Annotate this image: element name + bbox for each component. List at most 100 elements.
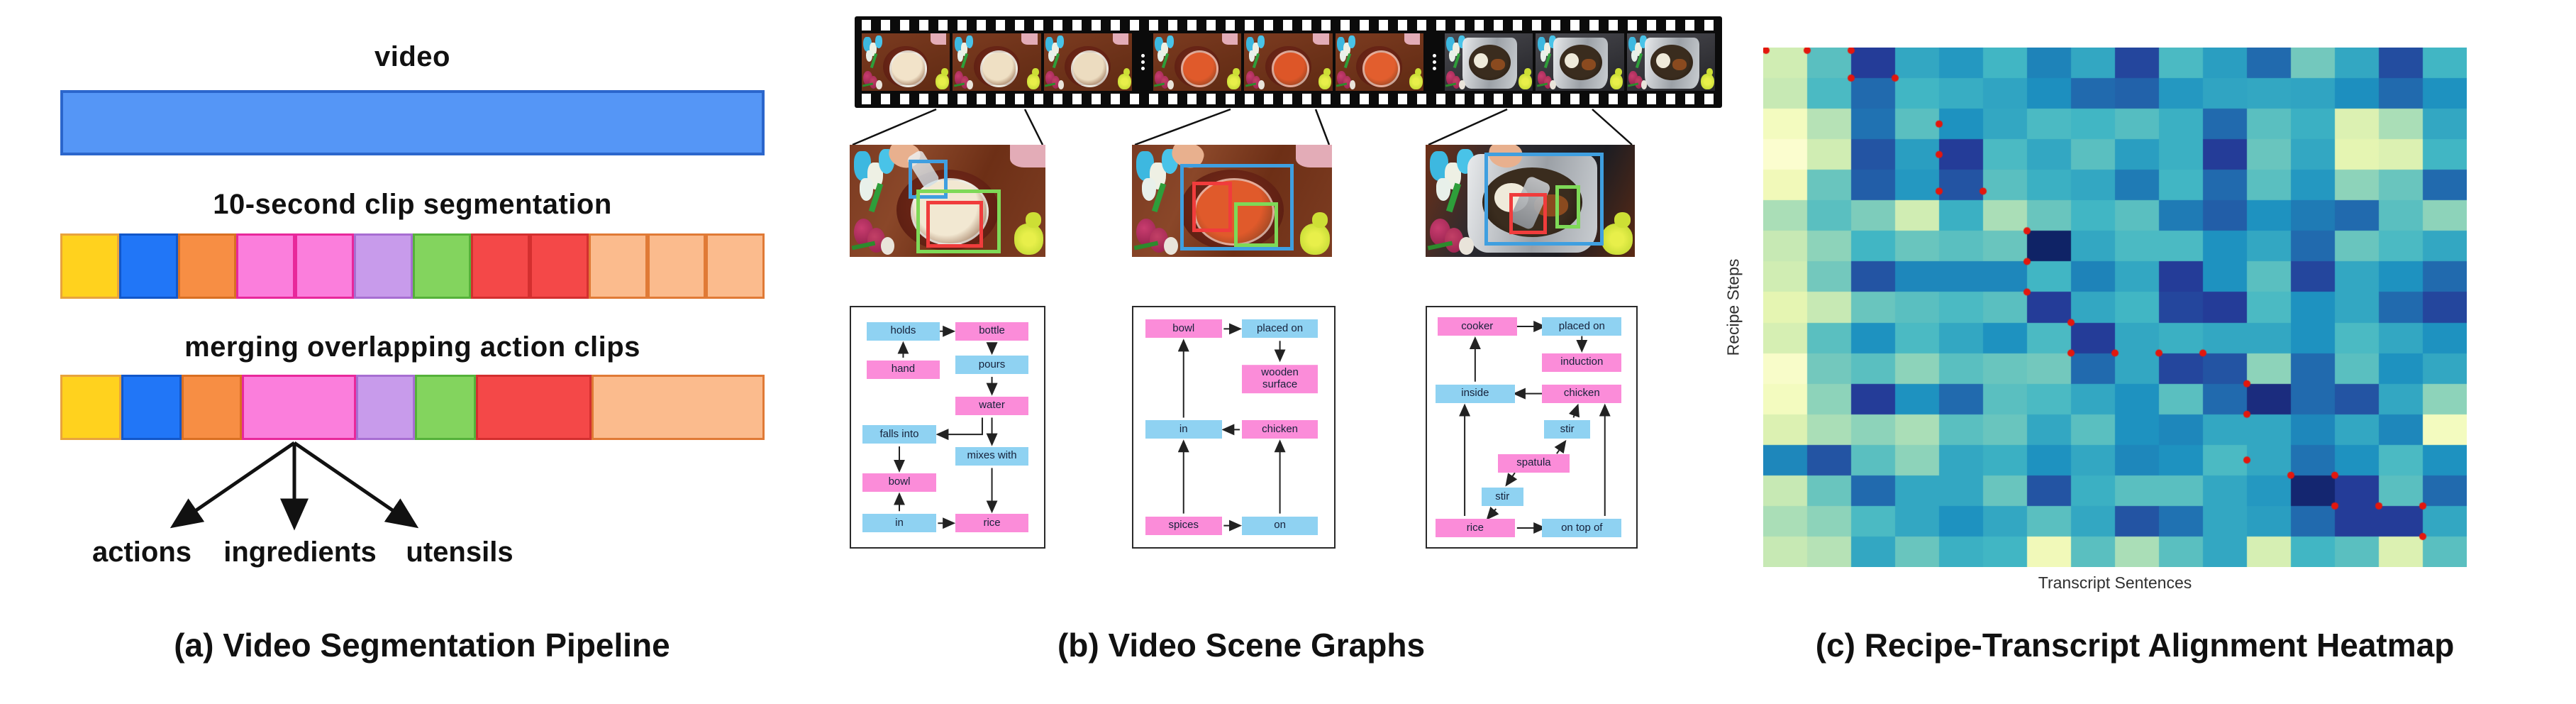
zoomed-frame-marinated-chicken-in-bowl: [1132, 145, 1332, 257]
bounding-box-2: [926, 201, 983, 248]
scene-part: [1296, 145, 1332, 167]
graph-node-stir_top: stir: [1544, 420, 1591, 439]
clip-segment-3: [236, 233, 295, 299]
graph-node-water: water: [955, 396, 1029, 415]
scene-part: [1142, 178, 1156, 201]
scene-part: [1523, 67, 1531, 76]
scene-part: [1609, 73, 1623, 90]
clip-segment-2: [177, 233, 237, 299]
graph-node-on_top_of: on top of: [1542, 518, 1622, 537]
bounding-box-2: [1555, 185, 1581, 229]
bounding-box-1: [1192, 182, 1232, 233]
scene-part: [1227, 73, 1241, 90]
film-frame-1-2: [1335, 33, 1423, 91]
scene-part: [1014, 223, 1044, 255]
scene-part: [1537, 36, 1545, 52]
merged-segment-3: [241, 375, 357, 440]
clip-segment-0: [60, 233, 119, 299]
filmstrip: [855, 16, 1722, 108]
scene-part: [1123, 67, 1131, 76]
panel-c-caption: (c) Recipe-Transcript Alignment Heatmap: [1815, 627, 2455, 664]
alignment-heatmap: [1763, 48, 2467, 567]
graph-node-chicken: chicken: [1542, 384, 1622, 403]
scene-part: [1045, 36, 1054, 52]
graph-node-induction: induction: [1542, 353, 1622, 372]
scene-part: [967, 80, 973, 90]
scene-part: [1540, 50, 1547, 62]
scene-part: [1672, 58, 1687, 70]
scene-part: [859, 178, 874, 201]
graph-node-bottle: bottle: [955, 321, 1029, 341]
film-frame-1-0: [1153, 33, 1242, 91]
scene-part: [1655, 53, 1670, 68]
clip-segment-7: [471, 233, 530, 299]
scene-part: [1634, 42, 1642, 57]
panel-a-caption: (a) Video Segmentation Pipeline: [174, 627, 670, 664]
scene-part: [1349, 80, 1356, 90]
scene-part: [1051, 75, 1060, 89]
film-frame-2-2: [1626, 33, 1715, 91]
scene-part: [1155, 36, 1163, 52]
bounding-box-0: [1484, 153, 1604, 246]
scene-part: [1337, 36, 1345, 52]
scene-part: [1157, 50, 1164, 62]
video-bar-title: video: [374, 41, 450, 72]
scene-part: [1311, 211, 1328, 228]
scene-part: [940, 67, 948, 76]
scene-part: [965, 35, 973, 49]
clip-segment-4: [295, 233, 354, 299]
scene-part: [1026, 73, 1040, 90]
clip-segment-1: [118, 233, 178, 299]
scene-part: [866, 50, 872, 62]
scene-part: [1519, 73, 1533, 90]
scene-part: [875, 80, 882, 90]
panel-a: video 10-second clip segmentation mergin…: [0, 0, 823, 704]
filmstrip-group-1: [1153, 33, 1423, 91]
scene-part: [960, 42, 968, 57]
scene-part: [1323, 67, 1331, 76]
scene-part: [889, 50, 927, 87]
graph-node-rice: rice: [1435, 518, 1515, 537]
scene-part: [1581, 58, 1596, 70]
video-bar: [60, 90, 765, 155]
scene-part: [1161, 42, 1169, 57]
clip-segmentation-title: 10-second clip segmentation: [213, 189, 612, 220]
bounding-box-2: [1233, 202, 1278, 247]
scene-part: [979, 50, 1018, 87]
graph-node-wooden_surface: wooden surface: [1241, 365, 1318, 394]
scene-part: [1248, 50, 1255, 62]
film-frame-2-1: [1536, 33, 1624, 91]
bounding-box-1: [916, 189, 1001, 254]
scene-part: [1640, 80, 1648, 90]
scene-part: [1614, 211, 1631, 228]
scene-part: [1601, 223, 1633, 255]
filmstrip-separator: [1423, 33, 1445, 91]
scene-part: [1112, 33, 1128, 45]
scene-part: [1164, 236, 1178, 255]
scene-part: [1634, 75, 1643, 89]
scene-part: [1543, 42, 1551, 57]
scene-part: [1032, 67, 1040, 76]
graph-edges: [894, 325, 998, 529]
scene-part: [1362, 50, 1401, 87]
filmstrip-sprockets-bottom: [862, 94, 1715, 104]
scene-part: [1318, 73, 1332, 90]
scene-part: [1615, 67, 1623, 76]
scene-part: [881, 236, 895, 255]
graph-node-pours: pours: [955, 356, 1029, 375]
scene-part: [1048, 50, 1055, 62]
scene-part: [1271, 50, 1310, 87]
zoomed-frame-cooker-with-rice-and-chicken: [1426, 145, 1635, 257]
graph-node-holds: holds: [866, 321, 940, 341]
scene-part: [1257, 35, 1265, 49]
merged-segment-5: [414, 375, 476, 440]
graph-node-spatula: spatula: [1498, 453, 1570, 473]
scene-part: [960, 75, 969, 89]
scene-part: [1449, 50, 1455, 62]
scene-part: [1167, 80, 1174, 90]
scene-part: [1010, 145, 1045, 167]
graph-node-cooker: cooker: [1437, 317, 1517, 336]
scene-part: [1057, 35, 1065, 49]
scene-part: [1161, 75, 1170, 89]
heatmap-xlabel: Transcript Sentences: [2038, 573, 2192, 592]
